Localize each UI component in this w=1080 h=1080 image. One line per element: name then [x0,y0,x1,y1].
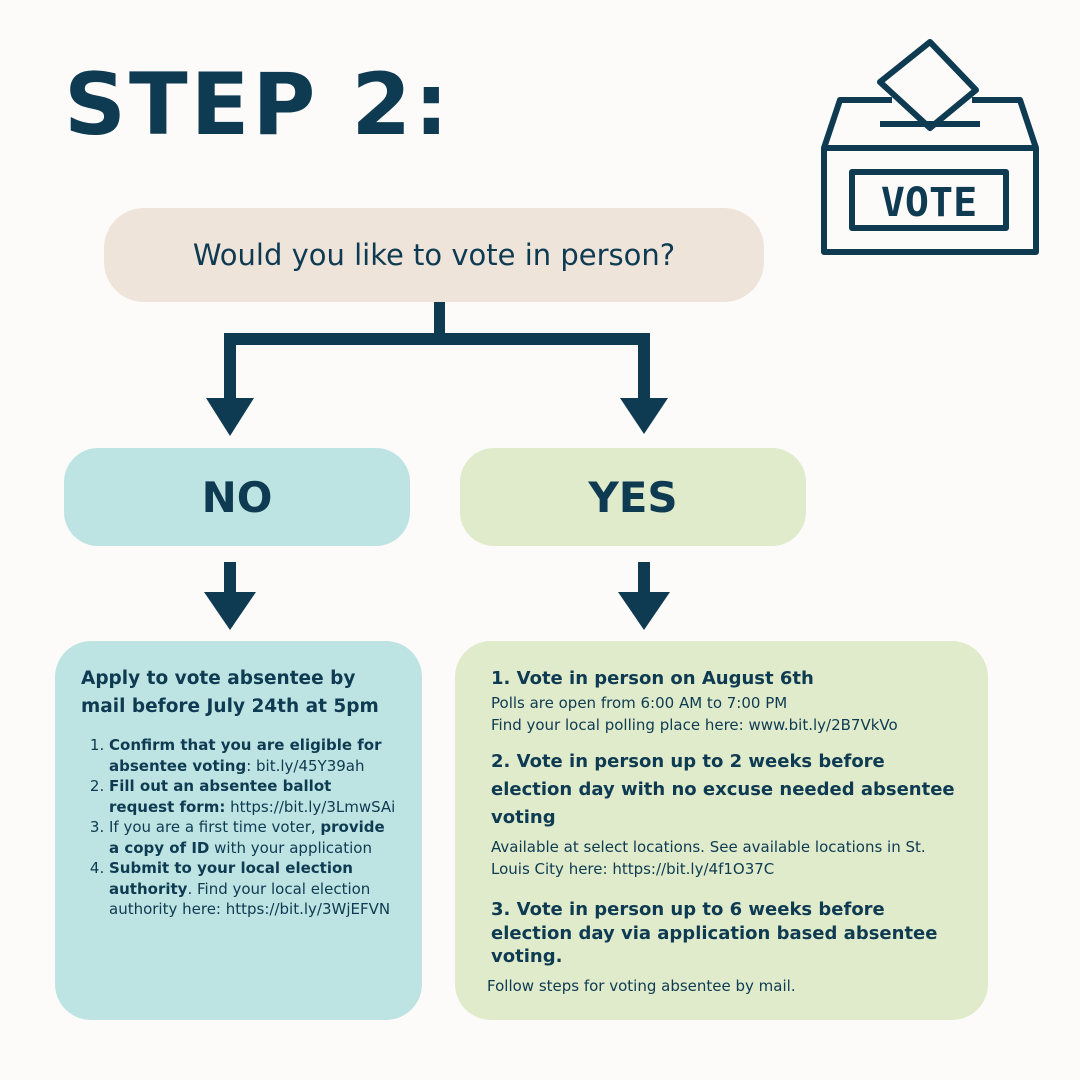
yes-label: YES [588,472,678,522]
arrow-to-yes [620,398,668,434]
no-label: NO [201,472,273,522]
option-title: 3. Vote in person up to 6 weeks before e… [491,899,938,967]
stem-line [434,302,445,344]
option-line: Polls are open from 6:00 AM to 7:00 PM [491,694,788,712]
arrow-to-yes-card [618,592,670,630]
step-item: Fill out an absentee ballot request form… [109,776,398,817]
option-title: 1. Vote in person on August 6th [491,668,814,689]
branch-bar [224,333,650,345]
step-item: Submit to your local election authority.… [109,858,398,920]
option-line: Available at select locations. See avail… [491,838,926,878]
no-branch: NO [64,448,410,546]
ballot-box-icon: VOTE [821,39,1039,255]
question-box: Would you like to vote in person? [104,208,764,302]
arrow-to-no [206,398,254,436]
step-title: STEP 2: [64,55,452,155]
option-1: 1. Vote in person on August 6th Polls ar… [491,665,968,736]
ballot-box-label: VOTE [881,180,977,226]
option-3: 3. Vote in person up to 6 weeks before e… [487,898,968,997]
arrow-to-no-card [204,592,256,630]
absentee-steps: Confirm that you are eligible for absent… [81,735,398,920]
absentee-heading: Apply to vote absentee by mail before Ju… [81,668,379,717]
yes-down-line [638,562,650,594]
in-person-card: 1. Vote in person on August 6th Polls ar… [455,641,988,1020]
option-2: 2. Vote in person up to 2 weeks before e… [491,748,968,880]
yes-branch: YES [460,448,806,546]
no-down-line [224,562,236,594]
step-item: Confirm that you are eligible for absent… [109,735,398,776]
option-title: 2. Vote in person up to 2 weeks before e… [491,751,955,828]
branch-right-line [638,333,650,403]
option-line: Follow steps for voting absentee by mail… [487,976,796,995]
step-item: If you are a first time voter, provide a… [109,817,398,858]
option-line: Find your local polling place here: www.… [491,716,898,734]
question-text: Would you like to vote in person? [192,238,676,272]
branch-left-line [224,333,236,403]
absentee-mail-card: Apply to vote absentee by mail before Ju… [55,641,422,1020]
